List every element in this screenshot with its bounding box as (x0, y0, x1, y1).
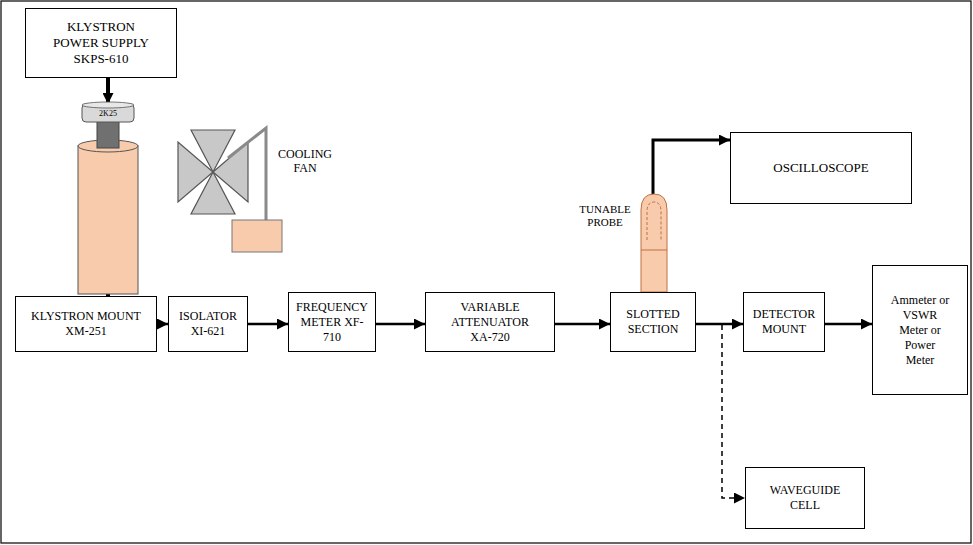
connector-arrow (376, 323, 425, 326)
connector-arrow (248, 323, 288, 326)
oscilloscope-box: OSCILLOSCOPE (730, 132, 912, 204)
text-holder: ISOLATOR XI-621 (173, 309, 243, 339)
node-label: SLOTTED SECTION (615, 307, 691, 337)
node-label: KLYSTRON POWER SUPPLY SKPS-610 (45, 19, 157, 68)
fan-stand (228, 128, 266, 220)
fan-base (232, 220, 282, 252)
text-holder: Ammeter or VSWR Meter or Power Meter (889, 293, 951, 368)
node-label: WAVEGUIDE CELL (763, 483, 847, 513)
node-label: DETECTOR MOUNT (748, 307, 820, 337)
text-holder: DETECTOR MOUNT (748, 307, 820, 337)
klystron-tube (78, 102, 138, 294)
part-label: TUNABLE PROBE (572, 203, 638, 228)
text-holder: VARIABLE ATTENUATOR XA-720 (444, 300, 536, 345)
attenuator-box: VARIABLE ATTENUATOR XA-720 (425, 292, 555, 352)
tunable-probe (641, 194, 667, 292)
meter-box: Ammeter or VSWR Meter or Power Meter (872, 265, 968, 395)
detector-mount-box: DETECTOR MOUNT (743, 292, 825, 352)
connector-arrow (696, 324, 745, 498)
node-label: FREQUENCY METER XF-710 (293, 300, 371, 345)
node-label: VARIABLE ATTENUATOR XA-720 (444, 300, 536, 345)
text-holder: SLOTTED SECTION (615, 307, 691, 337)
waveguide-cell-box: WAVEGUIDE CELL (745, 467, 865, 529)
slotted-section-box: SLOTTED SECTION (610, 292, 696, 352)
node-label: KLYSTRON MOUNT XM-251 (31, 309, 141, 339)
connector-arrow (696, 323, 743, 326)
cooling-fan (178, 130, 248, 214)
power-supply-box: KLYSTRON POWER SUPPLY SKPS-610 (25, 8, 177, 78)
text-holder: KLYSTRON MOUNT XM-251 (31, 309, 141, 339)
text-holder: WAVEGUIDE CELL (763, 483, 847, 513)
part-label: COOLING FAN (272, 148, 338, 176)
frequency-meter-box: FREQUENCY METER XF-710 (288, 292, 376, 352)
tube-type-label: 2K25 (84, 109, 132, 118)
node-label: Ammeter or VSWR Meter or Power Meter (889, 293, 951, 368)
connector-arrow (157, 323, 168, 326)
klystron-mount-box: KLYSTRON MOUNT XM-251 (15, 296, 157, 352)
text-holder: KLYSTRON POWER SUPPLY SKPS-610 (45, 19, 157, 68)
node-label: ISOLATOR XI-621 (173, 309, 243, 339)
node-label: OSCILLOSCOPE (773, 160, 868, 176)
text-holder: FREQUENCY METER XF-710 (293, 300, 371, 345)
isolator-box: ISOLATOR XI-621 (168, 296, 248, 352)
connector-arrow (825, 323, 872, 326)
text-holder: OSCILLOSCOPE (773, 160, 868, 176)
connector-arrow (555, 323, 610, 326)
